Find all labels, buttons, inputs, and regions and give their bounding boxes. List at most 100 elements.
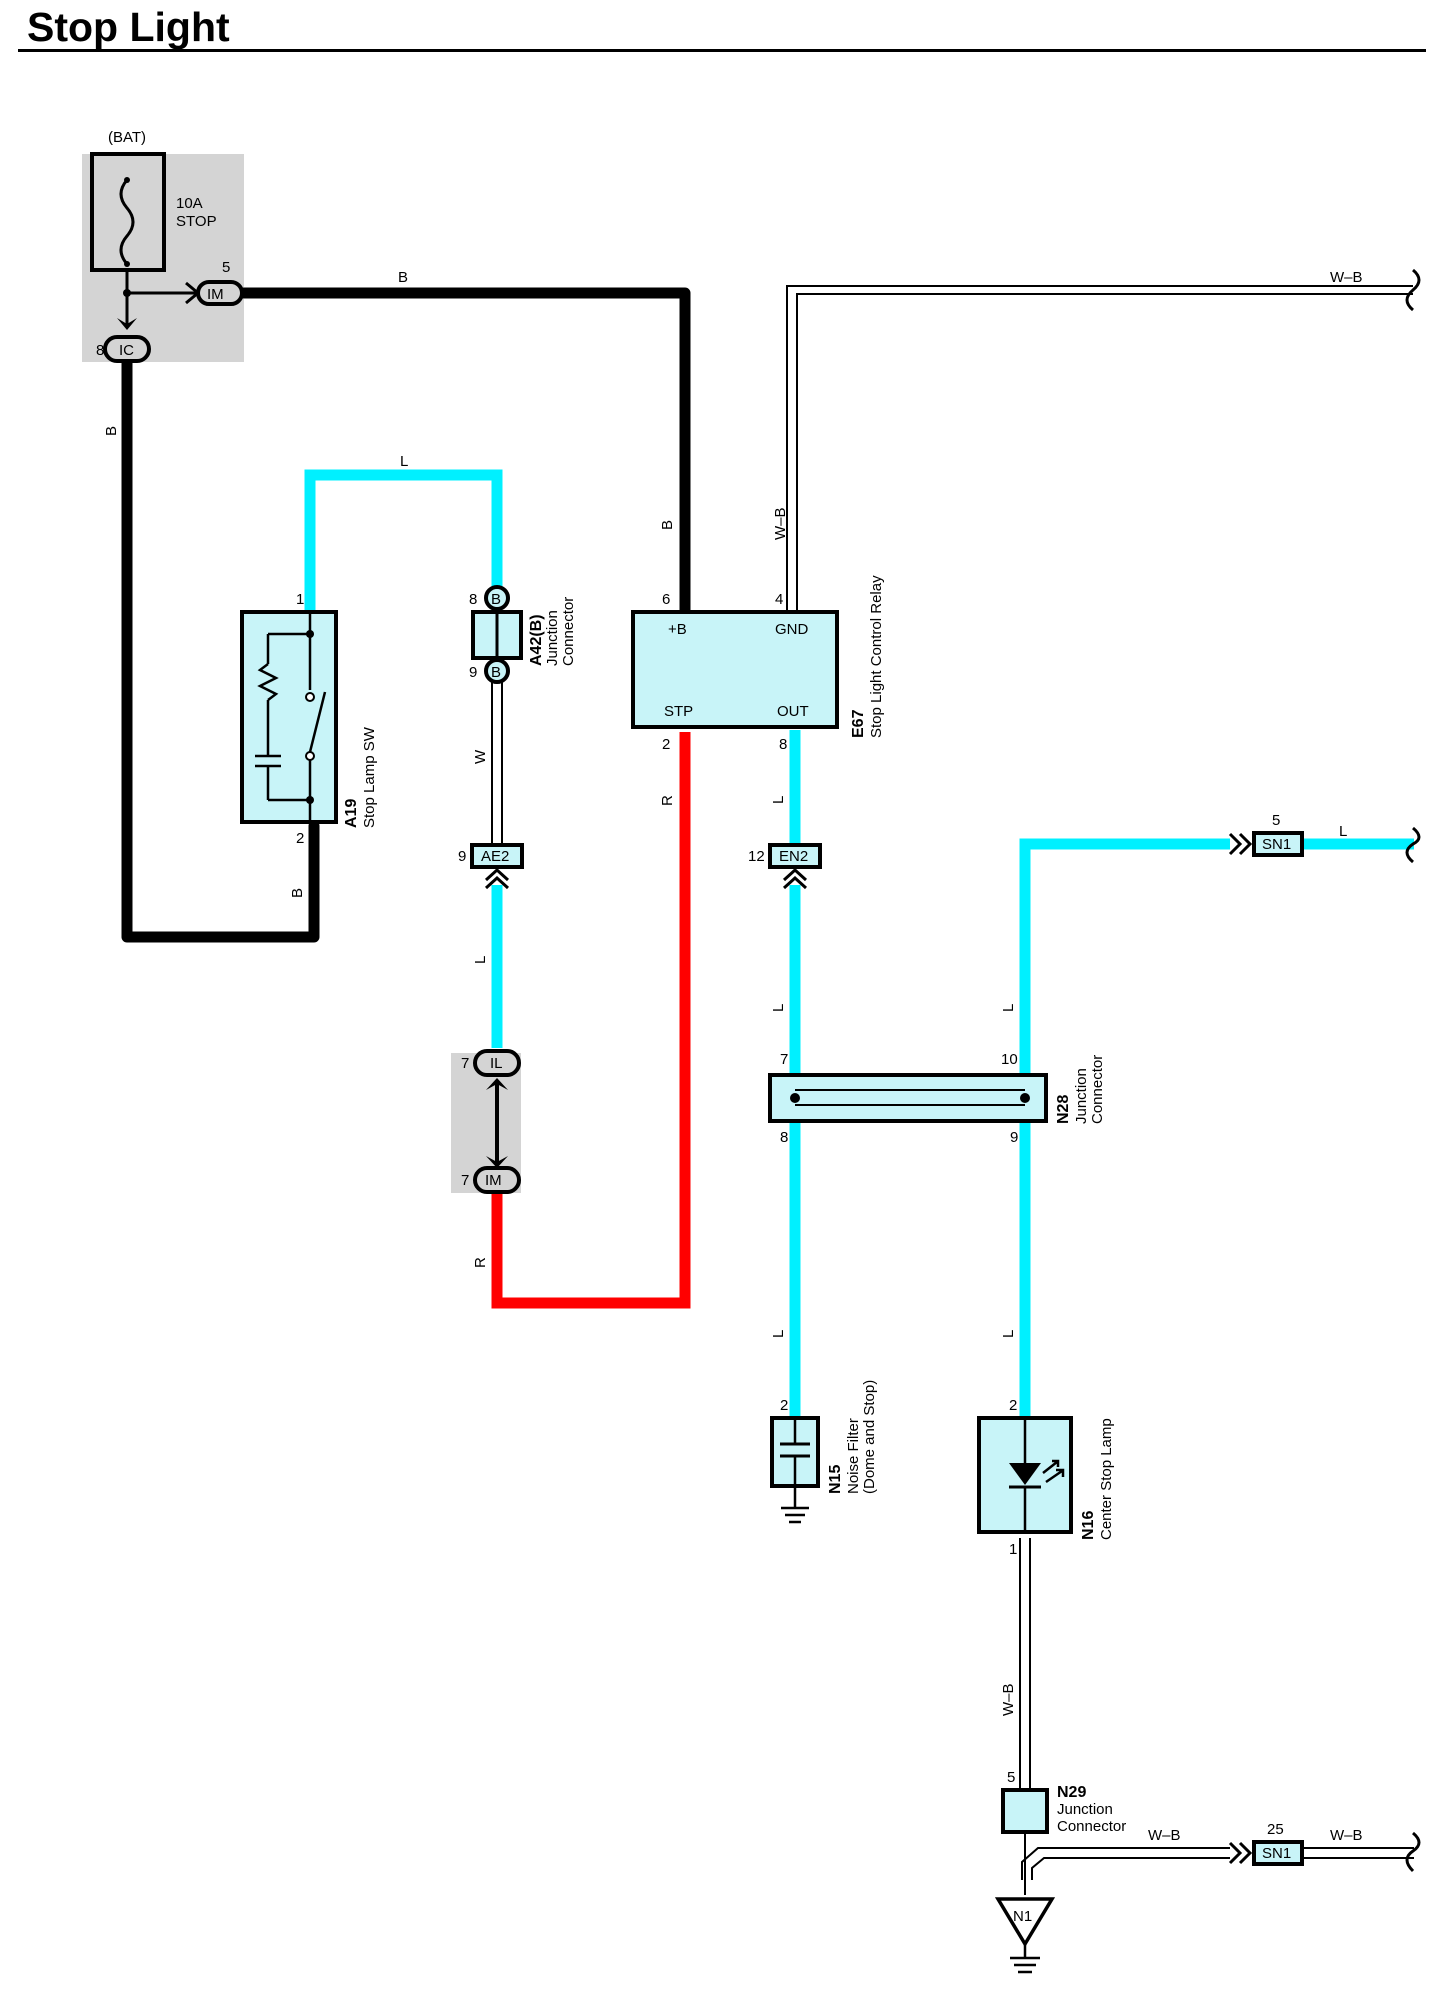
wire-label-l-n28-right: L [1000, 1004, 1017, 1012]
a42-name-2: Connector [560, 597, 577, 666]
a42-name-1: Junction [544, 610, 561, 666]
wire-label-r-relay: R [659, 795, 676, 806]
component-n15-noise-filter [770, 1416, 820, 1524]
wire-label-b-a19: B [289, 888, 306, 898]
e67-pin-stp: 2 [662, 736, 670, 753]
component-n28-junction-connector [768, 1073, 1048, 1123]
page-title: Stop Light [27, 4, 230, 50]
e67-name: Stop Light Control Relay [868, 575, 885, 738]
code-ground-n1: N1 [1013, 1908, 1032, 1925]
fuse-name-label: STOP [176, 213, 217, 230]
code-im-top: IM [207, 286, 224, 303]
double-line-wires [491, 285, 1414, 1895]
code-sn1-bottom: SN1 [1262, 1845, 1291, 1862]
connector-sn1-bottom [1228, 1840, 1304, 1866]
pin-a19-bottom: 2 [296, 830, 304, 847]
pin-en2: 12 [748, 848, 765, 865]
wire-label-b-relay: B [659, 520, 676, 530]
wire-label-wb-sn1: W–B [1330, 1827, 1363, 1844]
component-n29-junction-connector [1001, 1788, 1049, 1834]
blue-wires [304, 469, 1414, 1418]
pin-il: 7 [461, 1055, 469, 1072]
terminal-ic [103, 335, 151, 363]
wire-label-wb-right-top: W–B [1330, 269, 1363, 286]
wire-label-l-n15: L [770, 1330, 787, 1338]
black-wires [121, 287, 691, 943]
pin-ic: 8 [96, 342, 104, 359]
wire-label-wb-gnd: W–B [772, 507, 789, 540]
e67-term-b: +B [668, 621, 687, 638]
e67-pin-out: 8 [779, 736, 787, 753]
wire-l-a19-to-a42 [304, 469, 503, 612]
n28-name-1: Junction [1073, 1068, 1090, 1124]
n28-id: N28 [1055, 1095, 1072, 1124]
wire-r-im-to-relay [491, 732, 691, 1309]
e67-pin-b: 6 [662, 591, 670, 608]
n28-name-2: Connector [1089, 1055, 1106, 1124]
code-ae2: AE2 [481, 848, 509, 865]
wire-b-ic-to-a19 [121, 354, 320, 943]
wire-label-l-ae2: L [472, 956, 489, 964]
wire-label-r-im: R [472, 1257, 489, 1268]
n28-pin-tr: 10 [1001, 1051, 1018, 1068]
a19-id: A19 [343, 799, 360, 828]
fuse-source-label: (BAT) [108, 129, 146, 146]
wire-continuation-marks [1405, 268, 1421, 1873]
e67-term-out: OUT [777, 703, 809, 720]
n28-pin-tl: 7 [780, 1051, 788, 1068]
n28-pin-br: 9 [1010, 1129, 1018, 1146]
n15-name-1: Noise Filter [845, 1418, 862, 1494]
connector-en2 [768, 843, 822, 890]
n16-pin-bottom: 1 [1009, 1541, 1017, 1558]
a19-name: Stop Lamp SW [361, 726, 378, 828]
n29-name-2: Connector [1057, 1818, 1126, 1835]
connector-sn1-top [1228, 831, 1304, 857]
n16-pin-top: 2 [1009, 1397, 1017, 1414]
wire-label-l-en2: L [770, 1004, 787, 1012]
n15-name-2: (Dome and Stop) [861, 1380, 878, 1494]
pin-a42-top: 8 [469, 591, 477, 608]
n15-id: N15 [827, 1465, 844, 1494]
fuse-rating-label: 10A [176, 195, 203, 212]
n16-id: N16 [1080, 1511, 1097, 1540]
wire-label-l-out: L [770, 796, 787, 804]
terminal-a42-top [484, 585, 510, 611]
wire-label-l-n16: L [1000, 1330, 1017, 1338]
n15-pin: 2 [780, 1397, 788, 1414]
connector-ae2 [470, 843, 524, 890]
terminal-il [473, 1049, 521, 1168]
code-sn1-top: SN1 [1262, 836, 1291, 853]
n29-name-1: Junction [1057, 1801, 1113, 1818]
wire-label-b-top: B [398, 269, 408, 286]
component-e67-relay [631, 610, 839, 729]
code-a42-top: B [491, 591, 501, 608]
n16-name: Center Stop Lamp [1098, 1418, 1115, 1540]
wire-label-wb-n29: W–B [1148, 1827, 1181, 1844]
wire-label-l-sn1: L [1339, 823, 1347, 840]
a42-id: A42(B) [528, 614, 545, 666]
wire-label-wb-n16: W–B [1000, 1683, 1017, 1716]
wire-label-w-a42: W [472, 749, 489, 764]
fuse-stop-10a [90, 152, 201, 330]
wire-label-l-top: L [400, 453, 408, 470]
code-ic: IC [119, 342, 134, 359]
n29-id: N29 [1057, 1784, 1086, 1801]
pin-sn1-top: 5 [1272, 812, 1280, 829]
ground-n1 [994, 1897, 1056, 1974]
component-n16-center-stop-lamp [977, 1416, 1073, 1534]
pin-ae2: 9 [458, 848, 466, 865]
e67-term-gnd: GND [775, 621, 809, 638]
pin-a42-bottom: 9 [469, 664, 477, 681]
code-il: IL [490, 1055, 503, 1072]
code-en2: EN2 [779, 848, 808, 865]
pin-im-top: 5 [222, 259, 230, 276]
n28-pin-bl: 8 [780, 1129, 788, 1146]
wire-b-fuse-to-relay [238, 287, 691, 618]
e67-pin-gnd: 4 [775, 591, 783, 608]
n29-pin: 5 [1007, 1769, 1015, 1786]
code-im-bottom: IM [485, 1172, 502, 1189]
terminal-im-top [196, 280, 244, 306]
e67-id: E67 [850, 709, 867, 738]
component-a42-junction-connector [471, 610, 523, 660]
